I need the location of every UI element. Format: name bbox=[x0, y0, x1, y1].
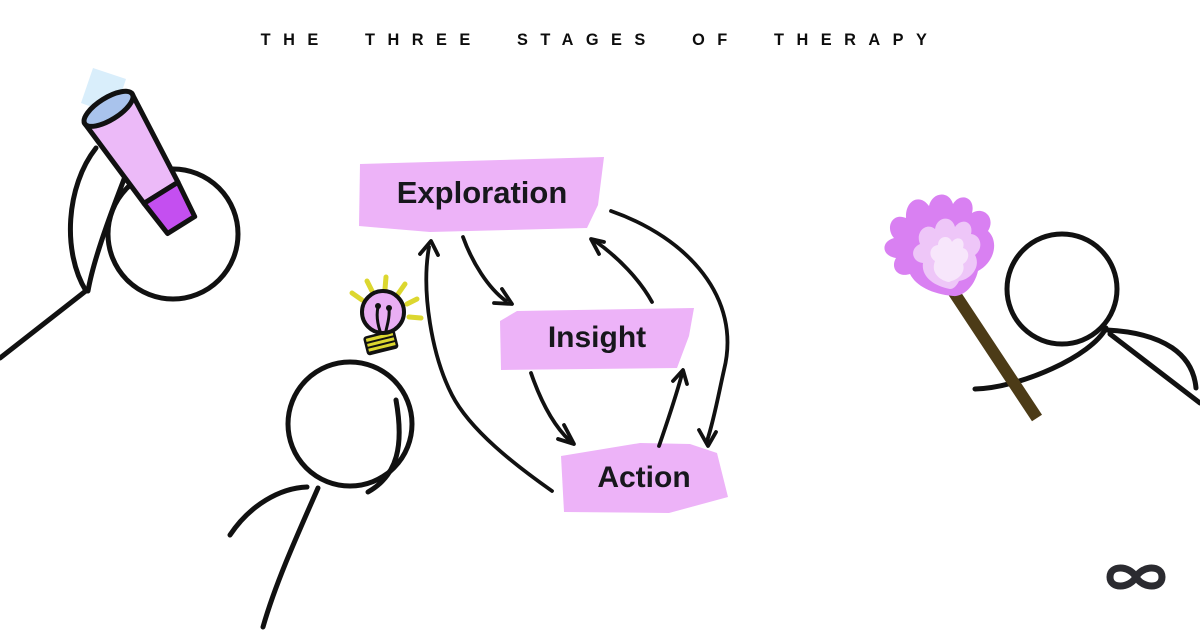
filament-dot bbox=[386, 305, 392, 311]
base-stripe bbox=[366, 339, 397, 350]
torch-person-body-curve bbox=[972, 325, 1109, 392]
torch-handle bbox=[947, 287, 1043, 422]
exploration-highlight bbox=[359, 157, 604, 232]
observer-body-line bbox=[0, 287, 90, 361]
arrow-exploration-to-action bbox=[609, 209, 730, 448]
idea-person-hand-curve bbox=[365, 397, 402, 495]
arrowhead bbox=[697, 428, 718, 448]
ray bbox=[364, 278, 375, 294]
torch-person-arm-curve bbox=[1104, 327, 1199, 391]
page-title: THE THREE STAGES OF THERAPY bbox=[260, 30, 940, 49]
telescope bbox=[81, 88, 198, 237]
ray bbox=[404, 296, 420, 307]
stage-highlights bbox=[359, 157, 728, 513]
telescope-eyepiece bbox=[141, 179, 198, 237]
arrow-line bbox=[609, 209, 730, 443]
stage-label-insight: Insight bbox=[547, 321, 647, 354]
torch-person-head bbox=[1004, 231, 1120, 347]
arrow-insight-to-action bbox=[529, 371, 576, 446]
figure-observer-with-telescope bbox=[0, 68, 241, 361]
lightbulb-rays bbox=[349, 274, 424, 321]
torch-flame bbox=[884, 194, 995, 297]
arrow-action-to-exploration bbox=[418, 239, 554, 493]
idea-person-arm-curve bbox=[227, 484, 310, 538]
flame-inner bbox=[930, 236, 969, 282]
ray bbox=[349, 290, 365, 303]
arrowhead bbox=[589, 237, 606, 256]
infinity-icon bbox=[1106, 564, 1166, 590]
arrow-exploration-to-insight bbox=[461, 235, 514, 306]
arrowhead bbox=[418, 239, 440, 257]
infinity-logo bbox=[1106, 564, 1166, 590]
lightbulb-filament bbox=[375, 305, 391, 333]
arrow-line bbox=[657, 372, 684, 448]
cycle-arrows bbox=[418, 209, 730, 493]
arrowhead bbox=[492, 287, 514, 306]
idea-person-head bbox=[285, 359, 415, 489]
insight-highlight bbox=[500, 308, 694, 370]
ray bbox=[382, 274, 389, 292]
figure-person-with-idea bbox=[227, 274, 424, 630]
arrow-line bbox=[593, 239, 654, 304]
figure-person-with-torch bbox=[884, 194, 1200, 422]
arrow-line bbox=[529, 371, 572, 443]
arrow-line bbox=[424, 245, 554, 493]
action-highlight bbox=[561, 443, 728, 513]
arrowhead bbox=[556, 423, 576, 446]
torch-person-leg-line bbox=[1107, 331, 1200, 406]
arrowhead bbox=[671, 368, 689, 386]
filament-dot bbox=[375, 303, 381, 309]
arrow-insight-to-exploration bbox=[589, 237, 654, 304]
base-stripe bbox=[368, 344, 397, 354]
observer-back-curve bbox=[67, 145, 99, 294]
arrow-action-to-insight bbox=[657, 368, 689, 448]
stage-label-exploration: Exploration bbox=[396, 175, 568, 210]
ray bbox=[406, 314, 424, 321]
telescope-lens bbox=[81, 88, 136, 129]
stage-label-action: Action bbox=[597, 461, 691, 494]
base-stripe bbox=[365, 335, 395, 345]
idea-person-body-line bbox=[260, 485, 321, 630]
arrow-line bbox=[461, 235, 508, 303]
idea-lightbulb bbox=[349, 274, 424, 356]
lightbulb-glass bbox=[360, 289, 406, 335]
ray bbox=[395, 281, 408, 297]
